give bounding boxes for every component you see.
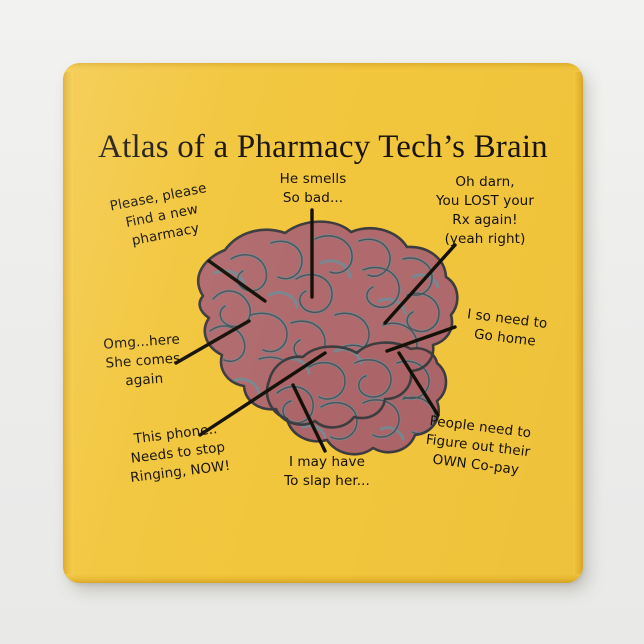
magnet-artwork: Atlas of a Pharmacy Tech’s Brain Please,… xyxy=(63,63,583,583)
annotation-line: So bad... xyxy=(282,190,344,206)
annotation-he-smells-so-bad: He smells So bad... xyxy=(249,170,377,208)
brain-illustration xyxy=(197,220,459,456)
leader-line-find-a-new-pharmacy xyxy=(207,259,267,303)
page-title: Atlas of a Pharmacy Tech’s Brain xyxy=(98,129,548,165)
square-magnet-product[interactable]: Atlas of a Pharmacy Tech’s Brain Please,… xyxy=(63,63,583,583)
leader-line-oh-darn xyxy=(383,243,457,325)
annotation-line: (yeah right) xyxy=(444,231,526,247)
magnet-bevel-bottom xyxy=(63,574,583,583)
leader-line-own-copay xyxy=(397,351,440,417)
leader-line-i-may-have-to-slap-her xyxy=(291,383,327,453)
annotation-i-may-have-to-slap-her: I may have To slap her... xyxy=(259,453,395,491)
annotation-line: Rx again! xyxy=(452,212,518,228)
annotation-line: He smells xyxy=(279,171,347,187)
leader-line-omg-here-she-comes xyxy=(174,319,251,365)
annotation-omg-here-she-comes: Omg...here She comes again xyxy=(81,329,205,394)
annotation-oh-darn-lost-rx: Oh darn, You LOST your Rx again! (yeah r… xyxy=(409,173,561,249)
leader-line-i-so-need-to-go-home xyxy=(385,325,457,353)
leader-line-this-phone xyxy=(198,351,327,437)
annotation-line: To slap her... xyxy=(284,473,370,489)
annotation-line: Oh darn, xyxy=(455,174,515,190)
pointer-lines xyxy=(174,208,457,453)
magnet-bevel-right xyxy=(573,63,583,583)
magnet-bevel-top xyxy=(63,63,583,72)
magnet-bevel-left xyxy=(63,63,73,583)
annotation-line: You LOST your xyxy=(436,193,534,209)
annotation-line: I may have xyxy=(288,454,366,470)
